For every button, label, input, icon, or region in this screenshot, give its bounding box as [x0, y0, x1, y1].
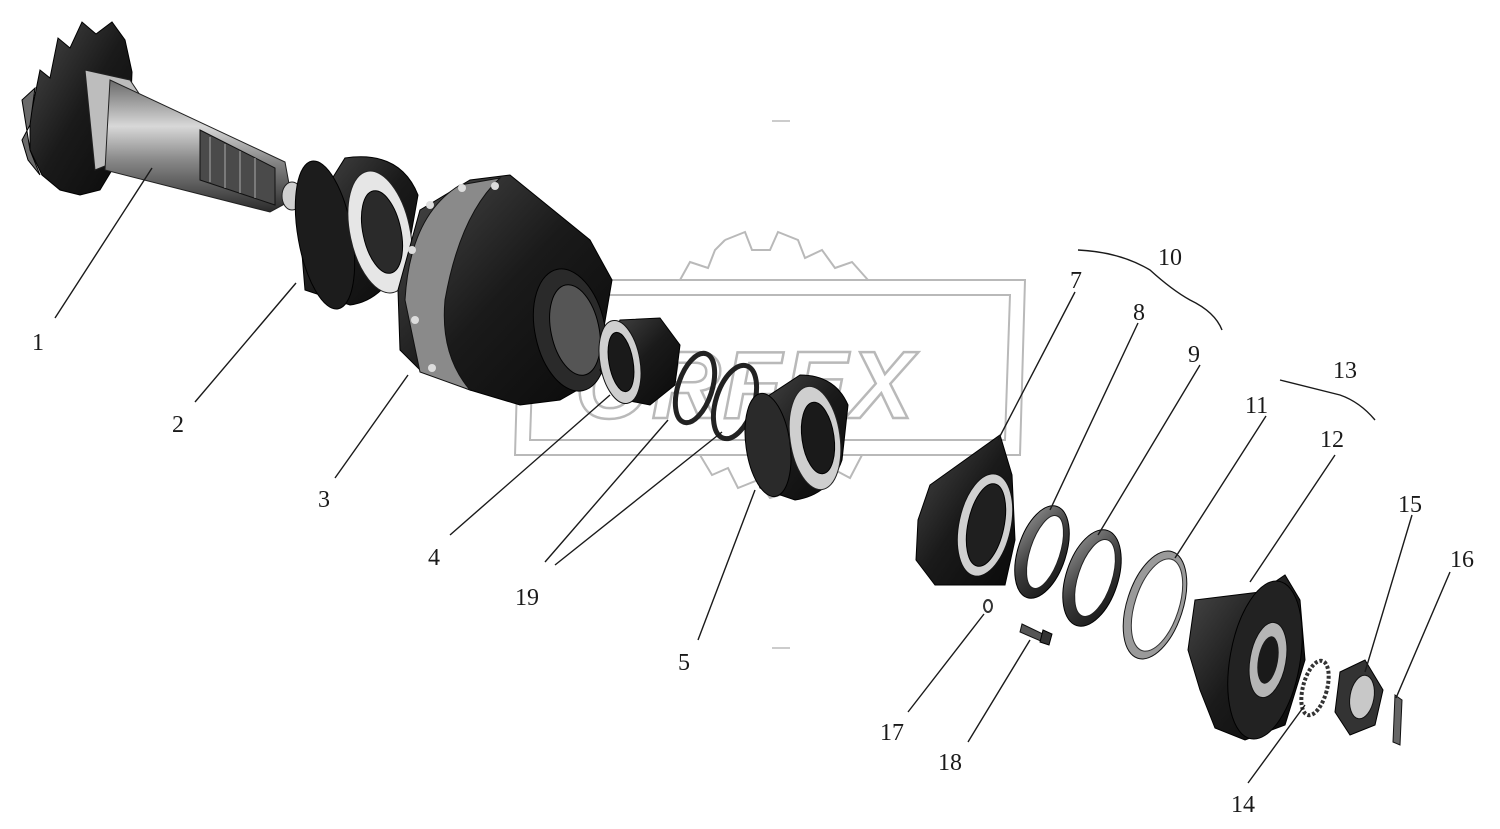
part-1-bevel-pinion-shaft [21, 21, 303, 213]
part-17-washer [983, 599, 993, 613]
callout-11: 11 [1245, 393, 1268, 419]
callout-4: 4 [428, 545, 440, 571]
callout-16: 16 [1450, 547, 1474, 573]
part-9-ring [1062, 529, 1122, 627]
part-18-bolt [1019, 623, 1053, 646]
part-5-bearing [744, 374, 849, 501]
callout-12: 12 [1320, 427, 1344, 453]
part-11-washer [1122, 550, 1188, 660]
callout-9: 9 [1188, 342, 1200, 368]
callout-2: 2 [172, 412, 184, 438]
callout-18: 18 [938, 750, 962, 776]
callout-labels: 1 2 3 4 19 5 7 10 8 9 11 13 12 15 16 14 … [32, 245, 1474, 818]
part-12-flange [1187, 574, 1306, 741]
callout-8: 8 [1133, 300, 1145, 326]
part-16-cotter-pin [1392, 694, 1403, 746]
callout-1: 1 [32, 330, 44, 356]
part-3-housing [397, 174, 613, 406]
callout-14: 14 [1231, 792, 1255, 818]
part-15-castle-nut [1334, 659, 1384, 736]
part-7-cover [915, 434, 1016, 586]
part-4-sleeve [598, 317, 681, 406]
registration-marks [772, 120, 790, 649]
callout-13: 13 [1333, 358, 1357, 384]
part-14-lock-washer [1299, 658, 1331, 718]
callout-15: 15 [1398, 492, 1422, 518]
part-2-roller-bearing [294, 156, 419, 310]
callout-10: 10 [1158, 245, 1182, 271]
callout-7: 7 [1070, 268, 1082, 294]
callout-19: 19 [515, 585, 539, 611]
callout-3: 3 [318, 487, 330, 513]
callout-17: 17 [880, 720, 904, 746]
callout-5: 5 [678, 650, 690, 676]
part-8-seal [1014, 505, 1070, 599]
leader-lines [54, 167, 1451, 784]
